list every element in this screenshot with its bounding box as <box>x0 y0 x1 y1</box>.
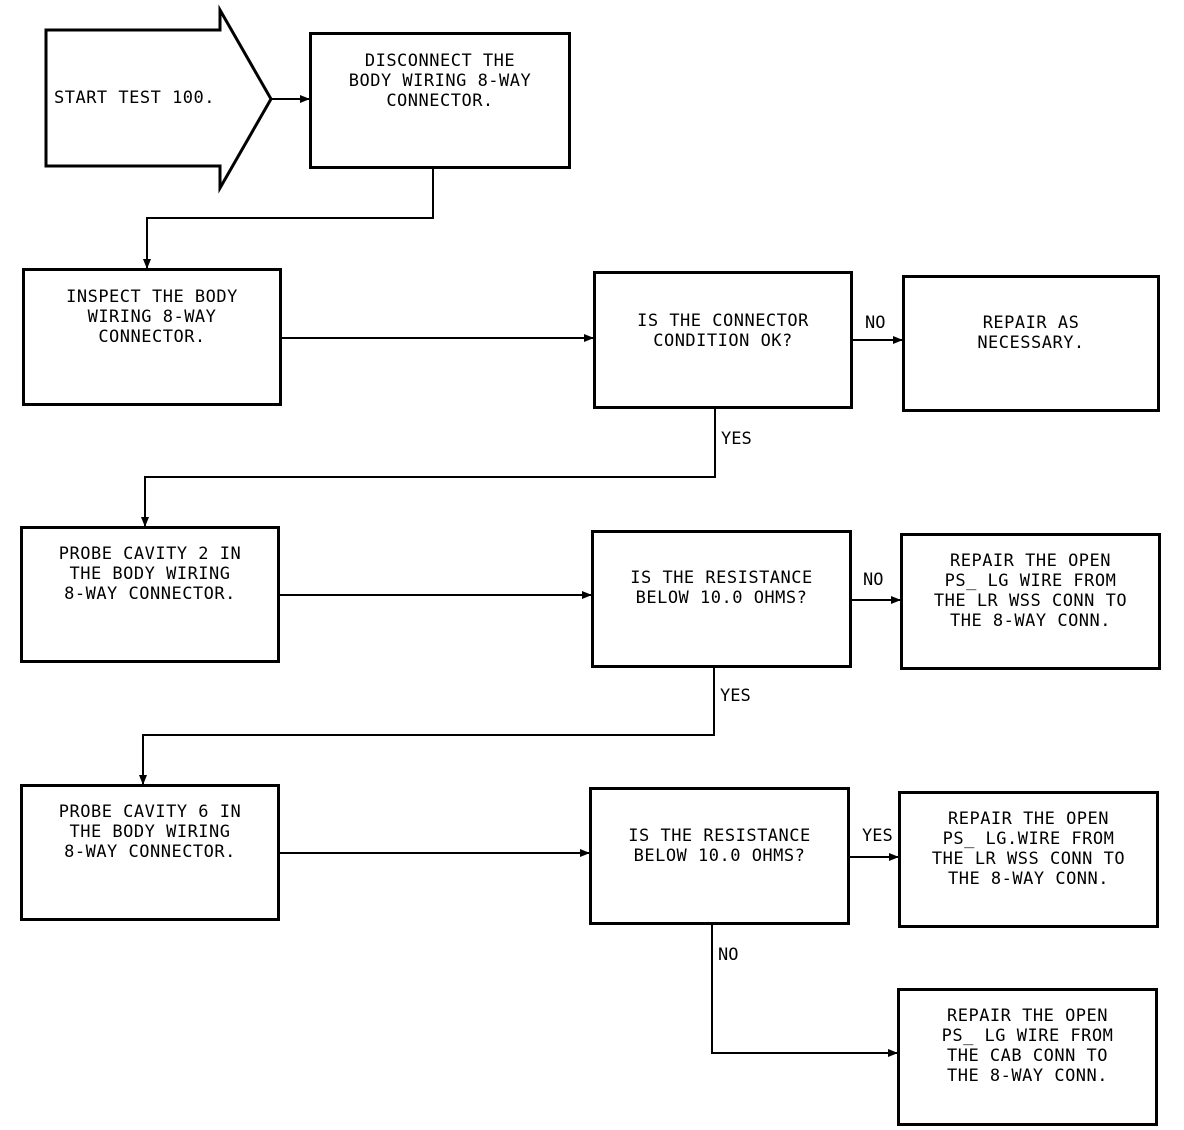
decision-resistance-2 <box>589 787 850 925</box>
branch-label-no: NO <box>718 945 739 965</box>
result-repair-as-necessary <box>902 275 1160 412</box>
start-label: START TEST 100. <box>53 88 216 108</box>
decision-resistance-1 <box>591 530 852 668</box>
arrow-resistance2-no <box>711 924 898 1057</box>
step-probe-cavity-6-text: PROBE CAVITY 6 IN THE BODY WIRING 8-WAY … <box>58 802 242 862</box>
branch-label-no: NO <box>863 570 884 590</box>
step-probe-cavity-2 <box>20 526 280 663</box>
result-repair-open-1-text: REPAIR THE OPEN PS_ LG WIRE FROM THE LR … <box>933 551 1128 631</box>
decision-connector-ok-text: IS THE CONNECTOR CONDITION OK? <box>637 311 809 351</box>
branch-label-yes: YES <box>720 686 751 706</box>
result-repair-open-2 <box>898 791 1159 928</box>
result-repair-open-1 <box>900 533 1161 670</box>
arrow-resistance1-yes <box>139 666 715 785</box>
arrow-disconnect-to-inspect <box>143 168 434 269</box>
decision-resistance-1-text: IS THE RESISTANCE BELOW 10.0 OHMS? <box>630 568 813 608</box>
step-probe-cavity-2-text: PROBE CAVITY 2 IN THE BODY WIRING 8-WAY … <box>58 544 242 604</box>
result-repair-open-2-text: REPAIR THE OPEN PS_ LG.WIRE FROM THE LR … <box>931 809 1126 889</box>
decision-connector-ok <box>593 271 853 409</box>
result-repair-open-3-text: REPAIR THE OPEN PS_ LG WIRE FROM THE CAB… <box>941 1006 1114 1086</box>
step-inspect-text: INSPECT THE BODY WIRING 8-WAY CONNECTOR. <box>66 287 238 347</box>
step-inspect-connector <box>22 268 282 406</box>
branch-label-yes: YES <box>721 429 752 449</box>
step-probe-cavity-6 <box>20 784 280 921</box>
step-disconnect-connector <box>309 32 571 169</box>
branch-label-yes: YES <box>862 826 893 846</box>
arrow-connector-ok-yes <box>141 408 716 527</box>
decision-resistance-2-text: IS THE RESISTANCE BELOW 10.0 OHMS? <box>628 826 811 866</box>
result-repair-as-necessary-text: REPAIR AS NECESSARY. <box>977 313 1085 353</box>
branch-label-no: NO <box>865 313 886 333</box>
result-repair-open-3 <box>897 988 1158 1126</box>
step-disconnect-text: DISCONNECT THE BODY WIRING 8-WAY CONNECT… <box>348 51 532 111</box>
start-arrow-shape <box>44 4 273 194</box>
